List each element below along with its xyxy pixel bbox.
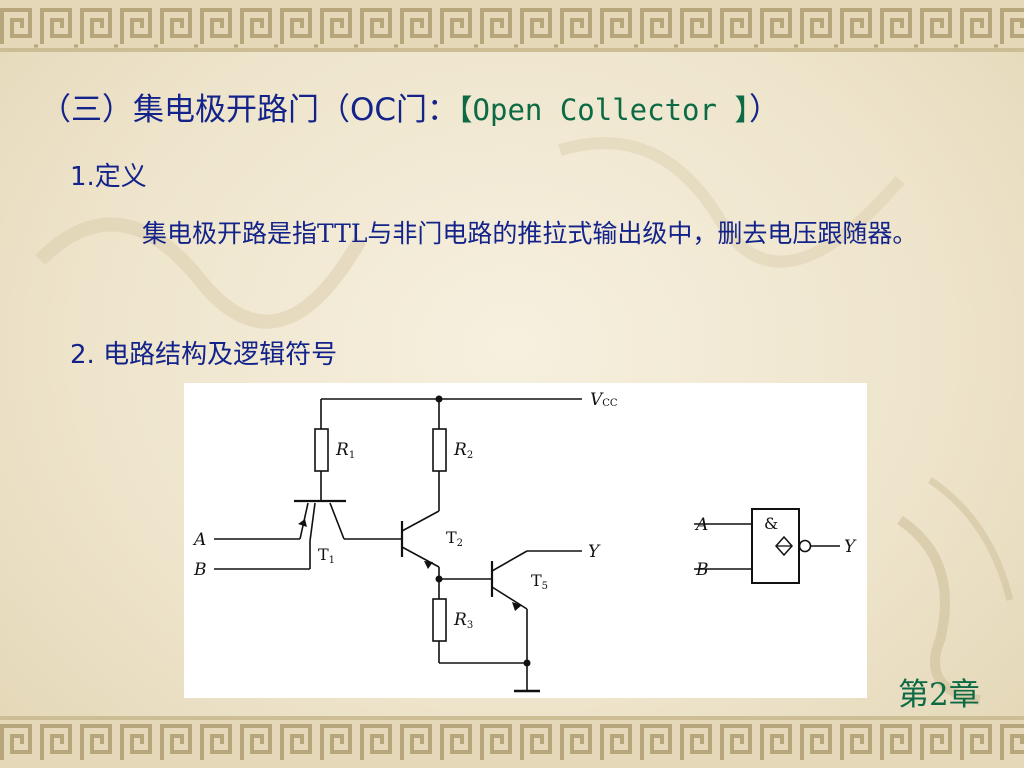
symbol-output-y-label: Y <box>844 537 857 557</box>
slide-title: （三）集电极开路门（OC门：【Open Collector 】） <box>40 84 780 129</box>
junction-dot <box>435 395 443 403</box>
bottom-decorative-band <box>0 716 1024 768</box>
circuit-diagram-panel: VCC R1 R2 R3 T1 T2 T5 A B Y A B Y & <box>184 383 867 698</box>
input-b-label: B <box>193 560 207 580</box>
t5-label: T5 <box>531 571 548 592</box>
t1-label: T1 <box>318 545 335 566</box>
junction-dot <box>435 575 443 583</box>
symbol-input-a-label: A <box>694 515 708 535</box>
definition-paragraph: 集电极开路是指TTL与非门电路的推拉式输出级中，删去电压跟随器。 <box>142 219 918 248</box>
resistor-r2 <box>432 428 447 472</box>
and-function-label: & <box>764 514 778 533</box>
chapter-footer: 第2章 <box>898 677 980 713</box>
top-decorative-band <box>0 0 1024 52</box>
oc-gate-circuit: VCC R1 R2 R3 T1 T2 T5 A B Y A B Y & <box>192 390 857 693</box>
title-english: 【Open Collector 】 <box>458 93 749 127</box>
t1-emitter-arrow <box>298 519 307 527</box>
output-y-label: Y <box>588 542 601 562</box>
vcc-label: VCC <box>590 390 618 410</box>
title-prefix: （三）集电极开路门（OC门： <box>40 92 459 128</box>
title-suffix: ） <box>748 92 780 128</box>
symbol-input-b-label: B <box>695 560 709 580</box>
r2-label: R2 <box>453 440 473 461</box>
input-a-label: A <box>192 530 206 550</box>
junction-dot <box>523 659 531 667</box>
resistor-r3 <box>432 598 447 642</box>
t2-label: T2 <box>446 528 463 549</box>
t5-emitter-arrow <box>512 602 522 611</box>
section1-heading: 1.定义 <box>70 162 147 192</box>
r3-label: R3 <box>453 610 473 631</box>
section2-heading: 2. 电路结构及逻辑符号 <box>70 340 338 370</box>
r1-label: R1 <box>335 440 355 461</box>
resistor-r1 <box>314 428 329 472</box>
